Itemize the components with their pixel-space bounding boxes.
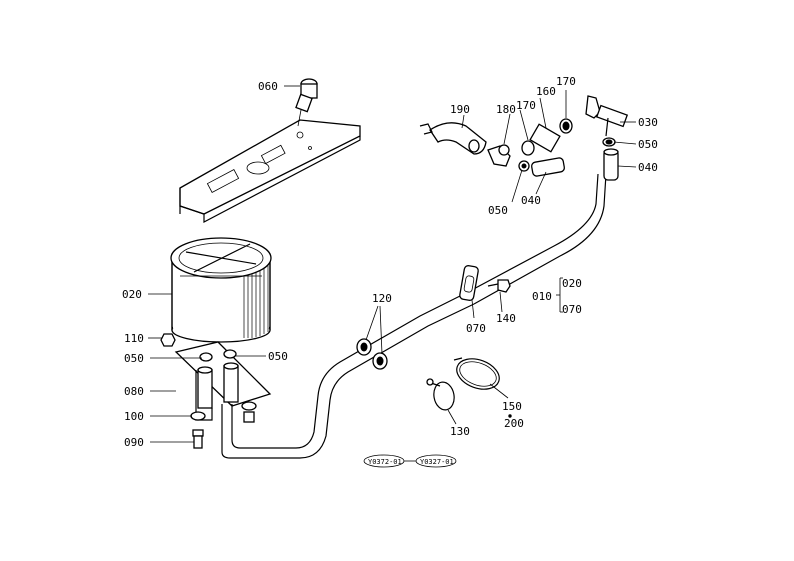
label-100: 100: [124, 410, 144, 423]
part-070-clamp: [459, 265, 511, 301]
label-030: 030: [638, 116, 658, 129]
leader-lines: [148, 85, 637, 443]
group-bracket-010: [556, 277, 563, 313]
label-020b: 020: [562, 277, 582, 290]
ref-tag-right-outline: [415, 454, 457, 468]
part-120-grommets: [356, 338, 388, 370]
part-130-hose-clamp: [426, 378, 455, 411]
label-050c: 050: [124, 352, 144, 365]
dot-separator: [508, 414, 512, 418]
part-060-elbow: [295, 78, 318, 127]
label-180: 180: [496, 103, 516, 116]
label-060: 060: [258, 80, 278, 93]
label-070: 070: [466, 322, 486, 335]
callout-labels: 060 190 180 170 160 170 030 050 040 050 …: [122, 75, 658, 449]
ref-tag-right: Y0327-01: [420, 458, 454, 466]
label-120: 120: [372, 292, 392, 305]
label-050a: 050: [638, 138, 658, 151]
ref-tag-left: Y0372-01: [368, 458, 402, 466]
label-070b: 070: [562, 303, 582, 316]
label-050d: 050: [268, 350, 288, 363]
label-080: 080: [124, 385, 144, 398]
label-040b: 040: [521, 194, 541, 207]
label-150: 150: [502, 400, 522, 413]
part-080-bracket: [160, 333, 272, 449]
label-020: 020: [122, 288, 142, 301]
label-040a: 040: [638, 161, 658, 174]
top-hose-assembly: [419, 95, 629, 181]
main-hose: [221, 173, 607, 459]
reference-tags: Y0372-01 Y0327-01: [363, 454, 457, 468]
label-200: 200: [504, 417, 524, 430]
label-110: 110: [124, 332, 144, 345]
part-150-hose-clamp: [453, 357, 500, 390]
label-170a: 170: [516, 99, 536, 112]
label-190: 190: [450, 103, 470, 116]
label-130: 130: [450, 425, 470, 438]
part-020-air-cleaner: [170, 237, 272, 343]
label-160: 160: [536, 85, 556, 98]
label-010: 010: [532, 290, 552, 303]
label-170b: 170: [556, 75, 576, 88]
label-090: 090: [124, 436, 144, 449]
label-140: 140: [496, 312, 516, 325]
label-050b: 050: [488, 204, 508, 217]
mounting-bracket-plate: [179, 119, 361, 223]
